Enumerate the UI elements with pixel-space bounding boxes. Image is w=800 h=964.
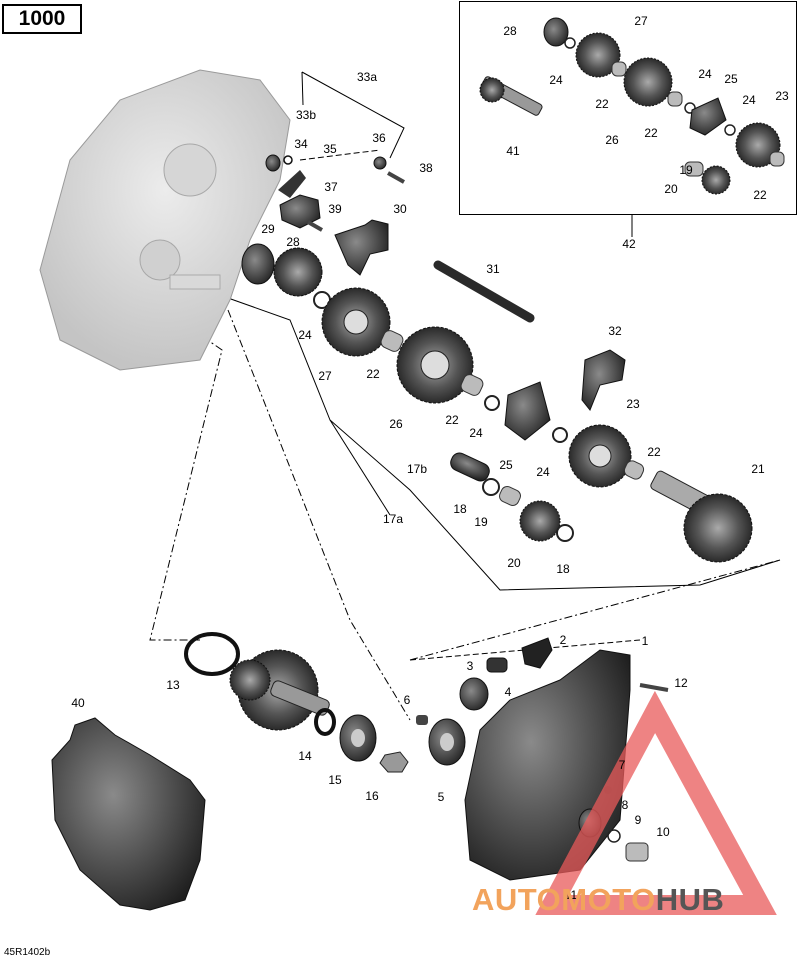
- callout-c13: 13: [166, 678, 180, 692]
- callout-labels: 1234567891011121314151617a17b18181920212…: [71, 14, 789, 902]
- callout-c22a: 22: [366, 367, 380, 381]
- callout-c22e: 22: [644, 126, 658, 140]
- callout-c24b: 24: [469, 426, 483, 440]
- callout-c42: 42: [622, 237, 636, 251]
- callout-c32: 32: [608, 324, 622, 338]
- callout-c4: 4: [505, 685, 512, 699]
- watermark-text-a: AUTOMOTO: [472, 882, 656, 917]
- callout-c24c: 24: [536, 465, 550, 479]
- callout-c21: 21: [751, 462, 765, 476]
- callout-c27b: 27: [634, 14, 648, 28]
- callout-c23b: 23: [775, 89, 789, 103]
- callout-c12: 12: [674, 676, 688, 690]
- callout-c1: 1: [642, 634, 649, 648]
- left-crankcase-housing: [39, 69, 291, 371]
- callout-c24f: 24: [742, 93, 756, 107]
- callout-c17b: 17b: [407, 462, 427, 476]
- callout-c17a: 17a: [383, 512, 403, 526]
- callout-c38: 38: [419, 161, 433, 175]
- callout-c19b: 19: [679, 163, 693, 177]
- callout-c39: 39: [328, 202, 342, 216]
- callout-c34: 34: [294, 137, 308, 151]
- callout-c15: 15: [328, 773, 342, 787]
- callout-c18b: 18: [556, 562, 570, 576]
- callout-c20a: 20: [507, 556, 521, 570]
- callout-c11: 11: [565, 888, 578, 902]
- complete-gearbox-40: [51, 717, 206, 911]
- callout-c6: 6: [404, 693, 411, 707]
- callout-c25b: 25: [724, 72, 738, 86]
- callout-c9: 9: [635, 813, 642, 827]
- callout-c26b: 26: [605, 133, 619, 147]
- sub-assembly-inset-frame: [459, 1, 797, 215]
- callout-c5: 5: [438, 790, 445, 804]
- callout-c25a: 25: [499, 458, 513, 472]
- callout-c28b: 28: [503, 24, 517, 38]
- callout-c10: 10: [656, 825, 670, 839]
- callout-c35: 35: [323, 142, 337, 156]
- callout-c23a: 23: [626, 397, 640, 411]
- shift-rail-31: [433, 260, 535, 323]
- watermark-text: AUTOMOTOHUB: [472, 882, 724, 918]
- callout-c28a: 28: [286, 235, 300, 249]
- callout-c24a: 24: [298, 328, 312, 342]
- callout-c22b: 22: [445, 413, 459, 427]
- callout-c31: 31: [486, 262, 500, 276]
- callout-c16: 16: [365, 789, 379, 803]
- callout-c27a: 27: [318, 369, 332, 383]
- watermark-text-b: HUB: [655, 882, 725, 917]
- callout-c20b: 20: [664, 182, 678, 196]
- callout-c41: 41: [506, 144, 520, 158]
- callout-c22f: 22: [753, 188, 767, 202]
- callout-c33a: 33a: [357, 70, 377, 84]
- callout-c8: 8: [622, 798, 629, 812]
- inset-sub-assembly: [479, 17, 785, 195]
- callout-c14: 14: [298, 749, 312, 763]
- watermark-logo-icon: [535, 690, 777, 915]
- callout-c37: 37: [324, 180, 338, 194]
- model-label: 1000: [2, 4, 82, 34]
- shift-fork-32: [581, 349, 626, 411]
- callout-c18a: 18: [453, 502, 467, 516]
- model-label-text: 1000: [18, 7, 66, 30]
- callout-c22d: 22: [595, 97, 609, 111]
- callout-c36: 36: [372, 131, 386, 145]
- callout-c40: 40: [71, 696, 85, 710]
- callout-c30: 30: [393, 202, 407, 216]
- callout-c22c: 22: [647, 445, 661, 459]
- shift-drum-hardware: [265, 154, 405, 232]
- callout-c29: 29: [261, 222, 275, 236]
- callout-c7: 7: [619, 758, 626, 772]
- shift-fork-30: [334, 219, 389, 276]
- callout-c33b: 33b: [296, 108, 316, 122]
- callout-c24d: 24: [549, 73, 563, 87]
- callout-c3: 3: [467, 659, 474, 673]
- callout-c2: 2: [560, 633, 567, 647]
- callout-c24e: 24: [698, 67, 712, 81]
- callout-c19a: 19: [474, 515, 488, 529]
- drawing-code: 45R1402b: [4, 947, 51, 958]
- callout-c26a: 26: [389, 417, 403, 431]
- gear-train: [241, 243, 753, 563]
